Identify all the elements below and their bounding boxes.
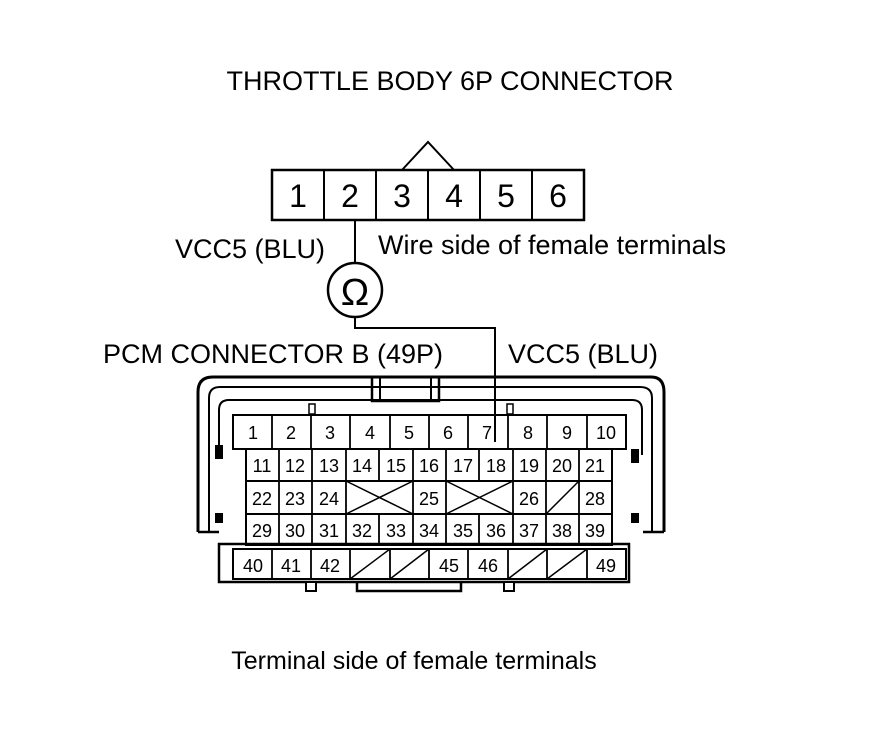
blank-cavity-mark (545, 480, 580, 515)
pcm-pin-label: 41 (281, 556, 301, 576)
pcm-pin-label: 2 (286, 423, 296, 443)
pcm-pin-label: 33 (386, 521, 406, 541)
pcm-lock-tab (370, 375, 441, 403)
pcm-pin-label: 37 (519, 521, 539, 541)
pcm-side-label: Terminal side of female terminals (231, 647, 596, 675)
pcm-pin-label: 23 (285, 489, 305, 509)
pcm-pin-label: 14 (352, 456, 372, 476)
pcm-pin-label: 28 (585, 489, 605, 509)
pcm-pin-label: 16 (419, 456, 439, 476)
pcm-row-1: 1 2 3 4 5 6 7 8 9 10 (232, 414, 627, 450)
pcm-pin-label: 45 (439, 556, 459, 576)
tb-pin-label: 3 (393, 178, 411, 214)
probe-wiring: Ω (326, 220, 496, 442)
pcm-pin-label: 42 (320, 556, 340, 576)
pcm-pin-label: 15 (386, 456, 406, 476)
pcm-pin-label: 39 (585, 521, 605, 541)
pcm-pin-label: 30 (285, 521, 305, 541)
pcm-pin-label: 32 (352, 521, 372, 541)
pcm-pin-label: 31 (319, 521, 339, 541)
pcm-pin-label: 1 (248, 423, 258, 443)
pcm-pin-label: 8 (523, 423, 533, 443)
pcm-pin-label: 4 (365, 423, 375, 443)
pcm-row-3: 22 23 24 25 26 28 (245, 480, 613, 515)
pcm-pin-label: 5 (404, 423, 414, 443)
tb-pin-label: 1 (289, 178, 307, 214)
pcm-pin-label: 19 (519, 456, 539, 476)
pcm-pin-label: 20 (552, 456, 572, 476)
pcm-pin-label: 18 (486, 456, 506, 476)
pcm-row-2: 11 12 13 14 15 16 17 18 19 20 21 (245, 448, 613, 482)
pcm-pin-label: 36 (486, 521, 506, 541)
pcm-connector-housing (196, 375, 666, 593)
pcm-row-5: 40 41 42 45 46 49 (232, 548, 627, 580)
blank-cavity-mark (389, 548, 430, 580)
pcm-pin-label: 29 (252, 521, 272, 541)
pcm-pin-label: 35 (453, 521, 473, 541)
tb-pin-label: 4 (445, 178, 463, 214)
pcm-row-4: 29 30 31 32 33 34 35 36 37 38 39 (245, 513, 613, 546)
tb-side-label: Wire side of female terminals (378, 230, 726, 260)
pcm-pin-label: 38 (552, 521, 572, 541)
blank-cavity-mark (349, 548, 391, 580)
pcm-pin-label: 3 (325, 423, 335, 443)
pcm-pin-label: 11 (253, 456, 272, 476)
tb-wire-label: VCC5 (BLU) (175, 234, 325, 264)
diagram-title: THROTTLE BODY 6P CONNECTOR (226, 66, 673, 96)
pcm-pin-label: 12 (285, 456, 305, 476)
pcm-pin-label: 40 (243, 556, 263, 576)
tb-pin-label: 6 (549, 178, 567, 214)
pcm-pin-label: 25 (419, 489, 439, 509)
connector-lock-tab (401, 140, 455, 171)
pcm-wire-label: VCC5 (BLU) (508, 339, 658, 369)
tb-pin-label: 5 (497, 178, 515, 214)
pcm-pin-label: 22 (252, 489, 272, 509)
pcm-pin-label: 26 (519, 489, 539, 509)
pcm-pin-label: 24 (319, 489, 339, 509)
pcm-pin-label: 10 (596, 423, 616, 443)
blank-cavity-mark (507, 548, 548, 580)
pcm-pin-label: 13 (319, 456, 339, 476)
pcm-pin-label: 6 (443, 423, 453, 443)
pcm-pin-label: 46 (478, 556, 498, 576)
pcm-pin-label: 21 (585, 456, 605, 476)
pcm-pin-label: 49 (596, 556, 616, 576)
pcm-pin-label: 7 (482, 423, 492, 443)
tb-pin-label: 2 (341, 178, 359, 214)
pcm-connector-label: PCM CONNECTOR B (49P) (103, 339, 443, 369)
throttle-body-connector: 1 2 3 4 5 6 (270, 140, 586, 222)
pcm-pin-label: 9 (562, 423, 572, 443)
pcm-pin-label: 34 (419, 521, 439, 541)
blank-cavity-mark (546, 548, 588, 580)
ohm-icon: Ω (341, 272, 369, 314)
pcm-pin-label: 17 (453, 456, 473, 476)
